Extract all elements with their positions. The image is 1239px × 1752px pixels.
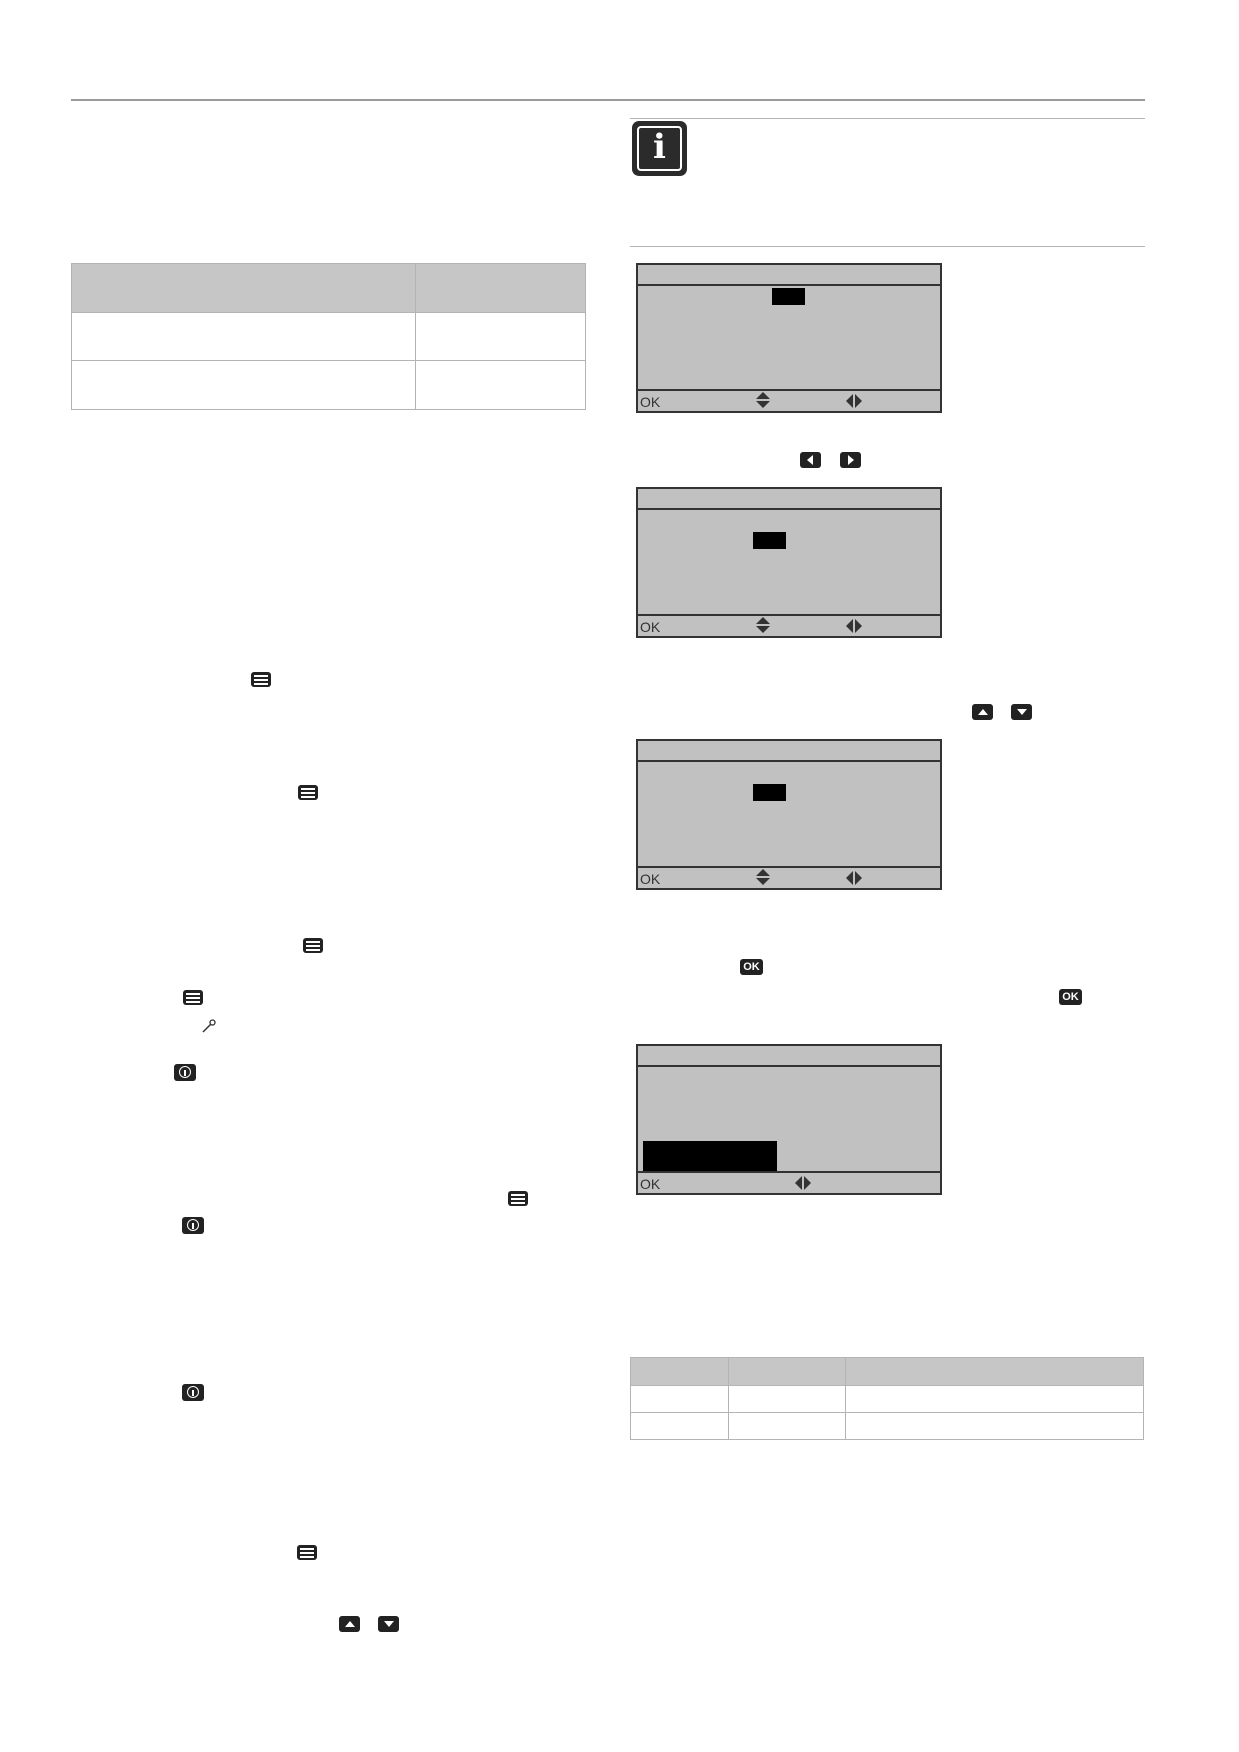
menu-icon — [251, 672, 271, 687]
lcd-title-bar — [638, 741, 940, 762]
lcd-ok-label: OK — [640, 1176, 661, 1192]
lcd-footer: OK — [638, 1171, 940, 1193]
up-down-arrows-icon — [756, 869, 770, 887]
wrench-icon — [202, 1019, 216, 1033]
right-key-icon — [840, 452, 861, 468]
menu-icon — [303, 938, 323, 953]
lcd-screen-2: OK — [636, 487, 942, 638]
page-header-rule — [71, 99, 1145, 101]
note-top-rule — [630, 118, 1145, 119]
right-table — [630, 1357, 1144, 1440]
lcd-footer: OK — [638, 614, 940, 636]
info-icon — [182, 1217, 204, 1234]
menu-icon — [298, 785, 318, 800]
lcd-title-bar — [638, 1046, 940, 1067]
up-down-arrows-icon — [756, 392, 770, 410]
info-icon — [174, 1064, 196, 1081]
left-table-row-divider — [72, 360, 585, 361]
right-table-column-divider — [845, 1358, 846, 1439]
left-key-icon — [800, 452, 821, 468]
right-table-row-divider — [631, 1385, 1143, 1386]
left-table-row-divider — [72, 312, 585, 313]
right-table-column-divider — [728, 1358, 729, 1439]
ok-key-icon: OK — [1059, 989, 1082, 1005]
lcd-title-bar — [638, 265, 940, 286]
left-right-arrows-icon — [846, 394, 864, 408]
lcd-cursor — [753, 784, 786, 801]
info-icon: i — [632, 121, 687, 176]
left-right-arrows-icon — [795, 1176, 813, 1190]
lcd-ok-label: OK — [640, 619, 661, 635]
up-key-icon — [972, 704, 993, 720]
right-table-row-divider — [631, 1412, 1143, 1413]
right-table-header — [631, 1358, 1143, 1385]
lcd-cursor — [753, 532, 786, 549]
lcd-footer: OK — [638, 866, 940, 888]
lcd-cursor — [772, 288, 805, 305]
note-bottom-rule — [630, 246, 1145, 247]
left-right-arrows-icon — [846, 619, 864, 633]
left-table-header — [72, 264, 585, 313]
left-right-arrows-icon — [846, 871, 864, 885]
menu-icon — [508, 1191, 528, 1206]
down-key-icon — [378, 1616, 399, 1632]
lcd-selection-bar — [643, 1141, 777, 1171]
menu-icon — [183, 990, 203, 1005]
lcd-ok-label: OK — [640, 871, 661, 887]
lcd-screen-1: OK — [636, 263, 942, 413]
lcd-footer: OK — [638, 389, 940, 411]
lcd-title-bar — [638, 489, 940, 510]
info-icon — [182, 1384, 204, 1401]
lcd-screen-4: OK — [636, 1044, 942, 1195]
left-table-column-divider — [415, 264, 416, 409]
lcd-screen-3: OK — [636, 739, 942, 890]
up-down-arrows-icon — [756, 617, 770, 635]
info-icon-glyph: i — [653, 127, 666, 167]
down-key-icon — [1011, 704, 1032, 720]
lcd-ok-label: OK — [640, 394, 661, 410]
left-table — [71, 263, 586, 410]
menu-icon — [297, 1545, 317, 1560]
up-key-icon — [339, 1616, 360, 1632]
ok-key-icon: OK — [740, 959, 763, 975]
